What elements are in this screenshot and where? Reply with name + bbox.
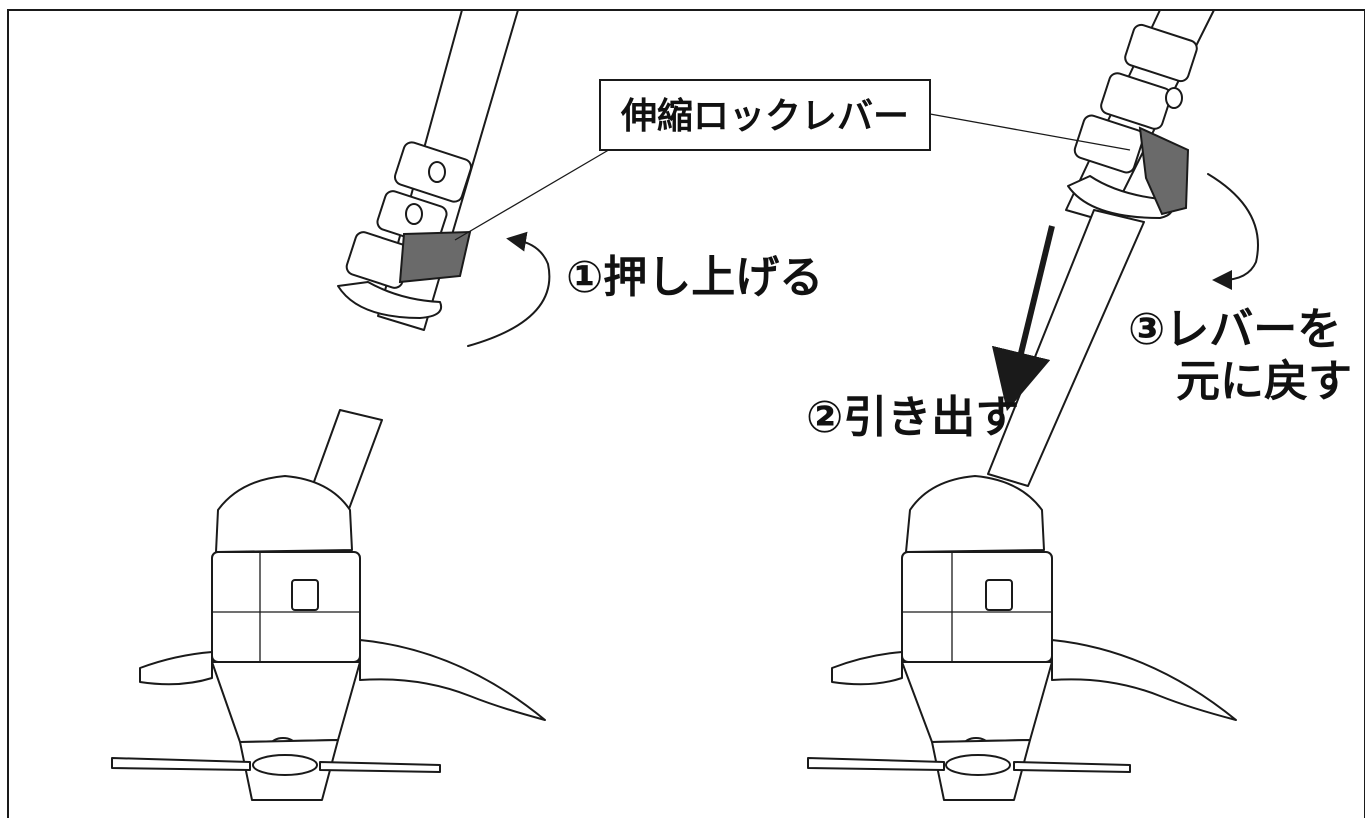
step1-label: ①押し上げる (566, 252, 823, 303)
blade-right (807, 757, 945, 771)
lever-callout: 伸縮ロックレバー (599, 79, 931, 151)
guard-right-wing (359, 639, 546, 721)
motor-head-right (901, 475, 1053, 801)
guard-left-wing (139, 651, 213, 686)
trimmer-right (807, 9, 1259, 801)
pull-out-arrow (991, 225, 1055, 412)
step3-label-line2: 元に戻す (1176, 356, 1352, 407)
lever-callout-box (599, 79, 931, 151)
lock-lever-right (1138, 126, 1190, 216)
step3-label-line1: ③レバーを (1128, 304, 1341, 355)
guard-right-left-wing (831, 651, 903, 686)
blade-left (111, 757, 251, 771)
clamp-right (1067, 23, 1198, 219)
lever-name-label: 伸縮ロックレバー (620, 96, 909, 137)
trimmer-left (111, 9, 613, 801)
step2-label: ②引き出す (806, 392, 1019, 443)
frame-border (7, 9, 1365, 818)
lock-lever-left (398, 230, 472, 284)
return-lever-arrow (1207, 173, 1259, 290)
guard-right-right-wing (1051, 639, 1237, 721)
motor-head-left (211, 475, 361, 801)
push-up-arrow (467, 231, 551, 347)
